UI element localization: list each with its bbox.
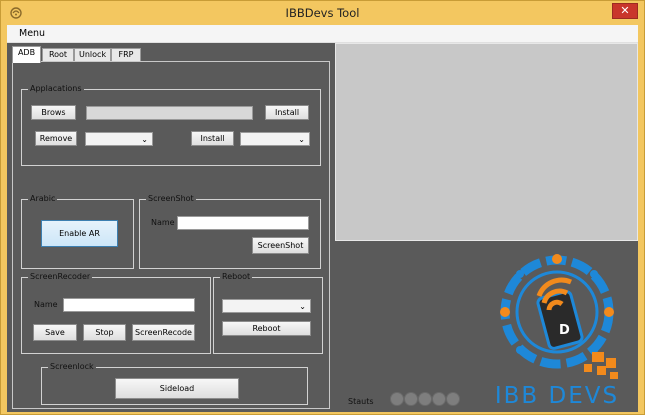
screenrecorder-group-label: ScreenRecoder <box>28 271 93 283</box>
progress-dot <box>390 392 404 406</box>
close-icon: ✕ <box>620 4 630 17</box>
status-label: Stauts <box>348 397 374 406</box>
menu-bar: Menu <box>7 25 638 43</box>
screenshot-group: ScreenShot Name ScreenShot <box>139 193 321 269</box>
window-title: IBBDevs Tool <box>285 6 360 20</box>
install-secondary-button[interactable]: Install <box>191 131 234 146</box>
tab-adb[interactable]: ADB <box>12 46 41 63</box>
apk-path-field[interactable] <box>86 106 253 120</box>
tab-root[interactable]: Root <box>42 48 74 62</box>
chevron-down-icon: ⌄ <box>298 135 305 144</box>
progress-dot <box>446 392 460 406</box>
install-button[interactable]: Install <box>265 105 309 120</box>
screenrecorder-name-input[interactable] <box>63 298 195 312</box>
reboot-button[interactable]: Reboot <box>222 321 311 336</box>
screenlock-group: Screenlock Sideload <box>41 361 308 405</box>
sideload-button[interactable]: Sideload <box>115 378 239 399</box>
applications-group: Applacations Brows Install Remove ⌄ Inst… <box>21 83 321 166</box>
applications-group-label: Applacations <box>28 83 84 95</box>
browse-button[interactable]: Brows <box>31 105 76 120</box>
ibb-devs-logo: D IBB DEVS <box>495 254 619 409</box>
screenshot-button[interactable]: ScreenShot <box>252 237 309 254</box>
screenrecorder-group: ScreenRecoder Name Save Stop ScreenRecod… <box>21 271 211 354</box>
svg-text:D: D <box>559 323 570 338</box>
install-package-select[interactable]: ⌄ <box>240 132 310 146</box>
screenlock-group-label: Screenlock <box>48 361 96 373</box>
reboot-group: Reboot ⌄ Reboot <box>213 271 323 354</box>
progress-dot <box>432 392 446 406</box>
title-bar[interactable]: IBBDevs Tool ✕ <box>1 1 644 25</box>
pixel-squares-decoration <box>584 352 618 379</box>
progress-dot <box>404 392 418 406</box>
arabic-group-label: Arabic <box>28 193 58 205</box>
close-button[interactable]: ✕ <box>612 3 638 19</box>
reboot-group-label: Reboot <box>220 271 253 283</box>
adb-tab-panel: Applacations Brows Install Remove ⌄ Inst… <box>12 61 330 409</box>
menu-item-menu[interactable]: Menu <box>19 28 46 39</box>
chevron-down-icon: ⌄ <box>299 302 306 311</box>
progress-dot <box>418 392 432 406</box>
remove-button[interactable]: Remove <box>35 131 77 146</box>
tab-frp[interactable]: FRP <box>111 48 141 62</box>
reboot-mode-select[interactable]: ⌄ <box>222 299 311 313</box>
tab-unlock[interactable]: Unlock <box>74 48 111 62</box>
stop-button[interactable]: Stop <box>83 324 126 341</box>
app-icon <box>10 7 22 19</box>
gear-icon <box>500 254 614 369</box>
screenrecorder-name-label: Name <box>34 300 58 309</box>
save-button[interactable]: Save <box>33 324 77 341</box>
screen-record-button[interactable]: ScreenRecode <box>132 324 195 341</box>
client-area: ADB Root Unlock FRP Applacations Brows I… <box>7 43 638 412</box>
arabic-group: Arabic Enable AR <box>21 193 134 269</box>
chevron-down-icon: ⌄ <box>141 135 148 144</box>
enable-ar-button[interactable]: Enable AR <box>41 220 118 247</box>
screenshot-name-input[interactable] <box>177 216 309 230</box>
logo-text: IBB DEVS <box>495 383 619 409</box>
screenshot-name-label: Name <box>151 218 175 227</box>
wifi-icon <box>536 277 572 311</box>
remove-package-select[interactable]: ⌄ <box>85 132 153 146</box>
screen-preview <box>335 43 638 241</box>
screenshot-group-label: ScreenShot <box>146 193 196 205</box>
